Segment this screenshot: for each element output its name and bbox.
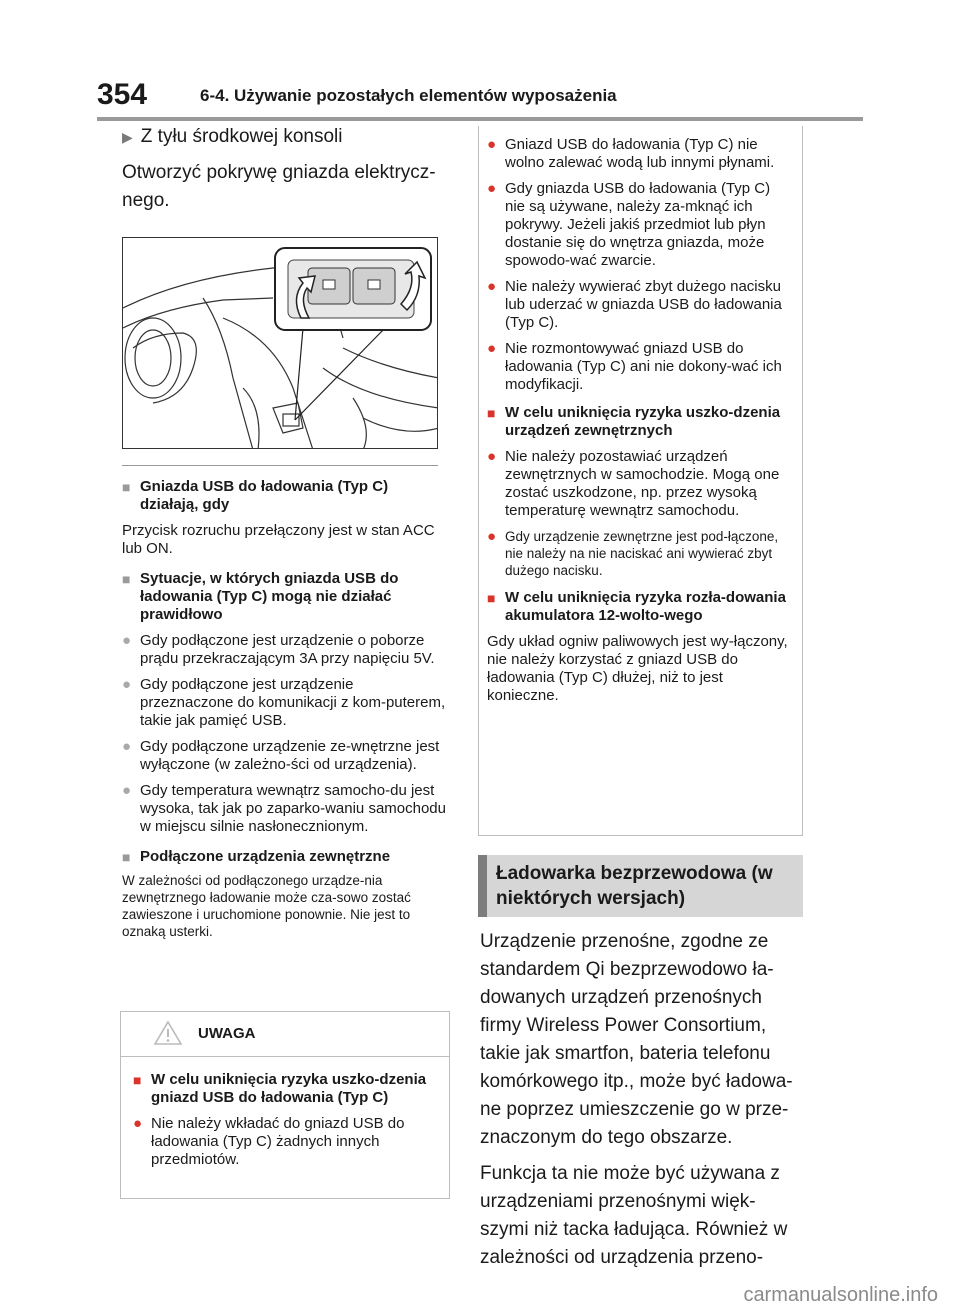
car-interior-drawing — [123, 247, 437, 448]
caution-bullet: Nie należy wkładać do gniazd USB do łado… — [133, 1115, 439, 1169]
list-item: Nie należy wywierać zbyt dużego nacisku … — [487, 278, 794, 332]
wireless-charger-para-1: Urządzenie przenośne, zgodne ze standard… — [480, 931, 793, 1148]
list-item: Gdy temperatura wewnątrz samocho-du jest… — [122, 782, 450, 836]
caution-body: W celu uniknięcia ryzyka uszko-dzenia gn… — [121, 1057, 449, 1169]
section-title-wireless-charger: Ładowarka bezprzewodowa (w niektórych we… — [478, 855, 803, 917]
wireless-charger-body: Urządzenie przenośne, zgodne ze standard… — [480, 928, 802, 1280]
location-item: ▶Z tyłu środkowej konsoli — [122, 126, 343, 147]
usb-ports-illustration — [122, 237, 438, 449]
chapter-title: 6-4. Używanie pozostałych elementów wypo… — [200, 86, 617, 105]
list-item: Gdy urządzenie zewnętrzne jest pod-łączo… — [487, 528, 794, 579]
external-devices-text: W zależności od podłączonego urządze-nia… — [122, 873, 411, 939]
warning-triangle-icon — [153, 1020, 183, 1045]
caution-heading: W celu uniknięcia ryzyka uszko-dzenia gn… — [133, 1071, 439, 1107]
wireless-charger-para-2: Funkcja ta nie może być używana z urządz… — [480, 1163, 788, 1268]
list-item: Gniazd USB do ładowania (Typ C) nie woln… — [487, 136, 794, 172]
caution-heading-battery: W celu uniknięcia ryzyka rozła-dowania a… — [487, 589, 794, 625]
caution-continued-box: Gniazd USB do ładowania (Typ C) nie woln… — [478, 126, 803, 836]
figure-divider — [122, 465, 438, 466]
list-item: Gdy podłączone urządzenie ze-wnętrzne je… — [122, 738, 450, 774]
caution-heading-external: W celu uniknięcia ryzyka uszko-dzenia ur… — [487, 404, 794, 440]
caution-box: UWAGA W celu uniknięcia ryzyka uszko-dze… — [120, 1011, 450, 1199]
battery-text: Gdy układ ogniw paliwowych jest wy-łączo… — [487, 633, 788, 704]
list-item: Gdy gniazda USB do ładowania (Typ C) nie… — [487, 180, 794, 270]
header-rule — [97, 117, 863, 121]
list-item: Gdy podłączone jest urządzenie o poborze… — [122, 632, 450, 668]
watermark: carmanualsonline.info — [743, 1284, 938, 1306]
section-heading-usb-works: Gniazda USB do ładowania (Typ C) działaj… — [122, 478, 450, 514]
caution-header: UWAGA — [121, 1012, 449, 1057]
left-column: ▶Z tyłu środkowej konsoli Otworzyć pokry… — [122, 125, 450, 940]
caution-title: UWAGA — [198, 1025, 256, 1042]
usb-works-text: Przycisk rozruchu przełączony jest w sta… — [122, 522, 435, 557]
triangle-bullet-icon: ▶ — [122, 129, 133, 145]
list-item: Nie rozmontowywać gniazd USB do ładowani… — [487, 340, 794, 394]
intro-text: Otworzyć pokrywę gniazda elektrycz-nego. — [122, 162, 436, 211]
section-heading-external-devices: Podłączone urządzenia zewnętrzne — [122, 848, 450, 866]
page-number: 354 — [97, 78, 148, 111]
section-heading-usb-malfunction: Sytuacje, w których gniazda USB do ładow… — [122, 570, 450, 624]
list-item: Nie należy pozostawiać urządzeń zewnętrz… — [487, 448, 794, 520]
list-item: Gdy podłączone jest urządzenie przeznacz… — [122, 676, 450, 730]
page-header: 354 6-4. Używanie pozostałych elementów … — [0, 0, 960, 121]
